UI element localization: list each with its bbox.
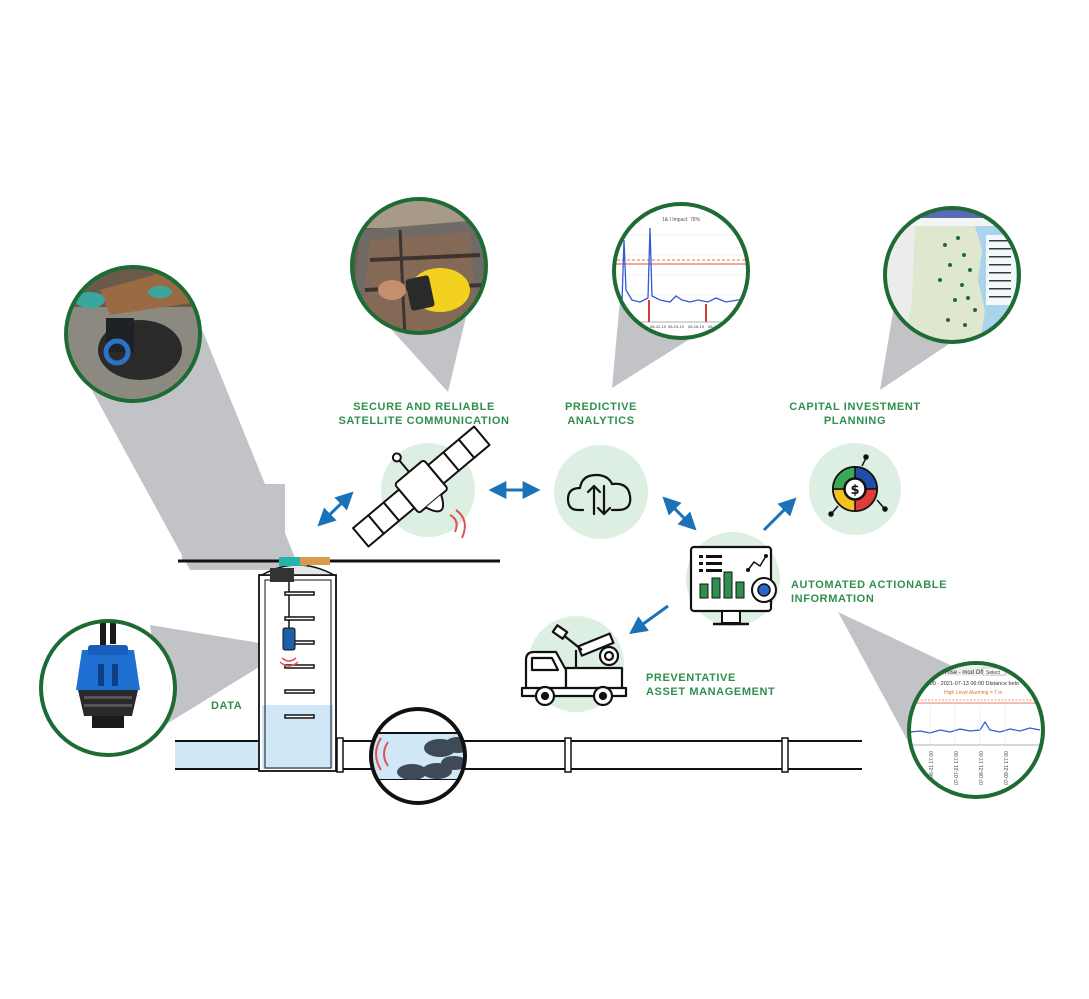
sensor-signal-icon — [279, 657, 299, 667]
level-chart-select: Select — [986, 670, 1001, 676]
pipe-joint — [336, 737, 344, 773]
analytics-date-1: 08-24-19 — [668, 324, 685, 329]
level-date-3: 07-09-21 17:00 — [1004, 751, 1010, 785]
cloud-sync-icon — [566, 473, 632, 516]
analytics-date-2: 08-26-19 — [688, 324, 705, 329]
photo-field-technician — [350, 197, 488, 335]
level-chart-alarm: High Level Alarming = 7 in — [944, 690, 1002, 696]
level-date-0: 07-06-21 17:00 — [929, 751, 935, 785]
level-chart-range: 06:00 - 2021-07-13 06:00 Distance belo — [922, 681, 1019, 687]
callout-sensor — [150, 625, 290, 725]
level-date-1: 07-07-21 17:00 — [954, 751, 960, 785]
pipe-joint — [781, 737, 789, 773]
pie-dollar-icon: $ — [828, 454, 888, 517]
photo-level-sensor — [39, 619, 177, 757]
shaft-ladder-rungs — [284, 591, 315, 719]
level-date-2: 07-08-21 17:00 — [979, 751, 985, 785]
label-capital-line-1: CAPITAL INVESTMENT — [789, 401, 921, 413]
label-preventative-line-1: PREVENTATIVE — [646, 672, 736, 684]
flow-arrows — [317, 481, 797, 635]
level-chart-header: nds: Rise - mod Off — [932, 670, 984, 676]
arrow-sensor-satellite — [317, 491, 354, 527]
label-automated-information: AUTOMATED ACTIONABLE INFORMATION — [791, 578, 961, 606]
service-truck-icon — [520, 624, 628, 707]
label-satellite-line-1: SECURE AND RELIABLE — [353, 401, 495, 413]
label-predictive-analytics: PREDICTIVE ANALYTICS — [545, 400, 657, 428]
label-automated-line-1: AUTOMATED ACTIONABLE — [791, 579, 948, 591]
pipe-zoom-view — [369, 707, 467, 805]
arrow-dashboard-capital — [762, 497, 797, 532]
analytics-date-0: 08-22-19 — [650, 324, 667, 329]
analytics-chart-title: 1& I Impact: 78% — [662, 217, 701, 223]
label-capital-line-2: PLANNING — [823, 415, 887, 427]
label-analytics-line-1: PREDICTIVE — [564, 401, 637, 413]
arrow-cloud-dashboard — [662, 496, 697, 531]
label-data: DATA — [211, 699, 251, 713]
arrow-dashboard-truck — [629, 604, 669, 635]
pipe-joint — [564, 737, 572, 773]
manhole-shaft — [258, 557, 337, 772]
label-preventative-line-2: ASSET MANAGEMENT — [646, 686, 776, 698]
shaft-sensor — [282, 627, 296, 651]
label-preventative-asset-management: PREVENTATIVE ASSET MANAGEMENT — [646, 671, 796, 699]
photo-analytics-chart: 1& I Impact: 78% 08-22-19 08-24-19 08-26… — [612, 202, 750, 340]
photo-level-chart: nds: Rise - mod Off Select 06:00 - 2021-… — [907, 661, 1045, 799]
photo-asset-map — [883, 206, 1021, 344]
label-data-text: DATA — [211, 700, 243, 712]
satellite-icon — [352, 425, 491, 548]
label-satellite-line-2: SATELLITE COMMUNICATION — [338, 415, 510, 427]
label-satellite-communication: SECURE AND RELIABLE SATELLITE COMMUNICAT… — [334, 400, 514, 428]
dashboard-monitor-icon — [689, 545, 777, 626]
label-automated-line-2: INFORMATION — [791, 593, 875, 605]
svg-text:$: $ — [850, 483, 859, 498]
label-analytics-line-2: ANALYTICS — [567, 415, 635, 427]
ground-structure — [178, 484, 500, 563]
label-capital-investment: CAPITAL INVESTMENT PLANNING — [775, 400, 935, 428]
